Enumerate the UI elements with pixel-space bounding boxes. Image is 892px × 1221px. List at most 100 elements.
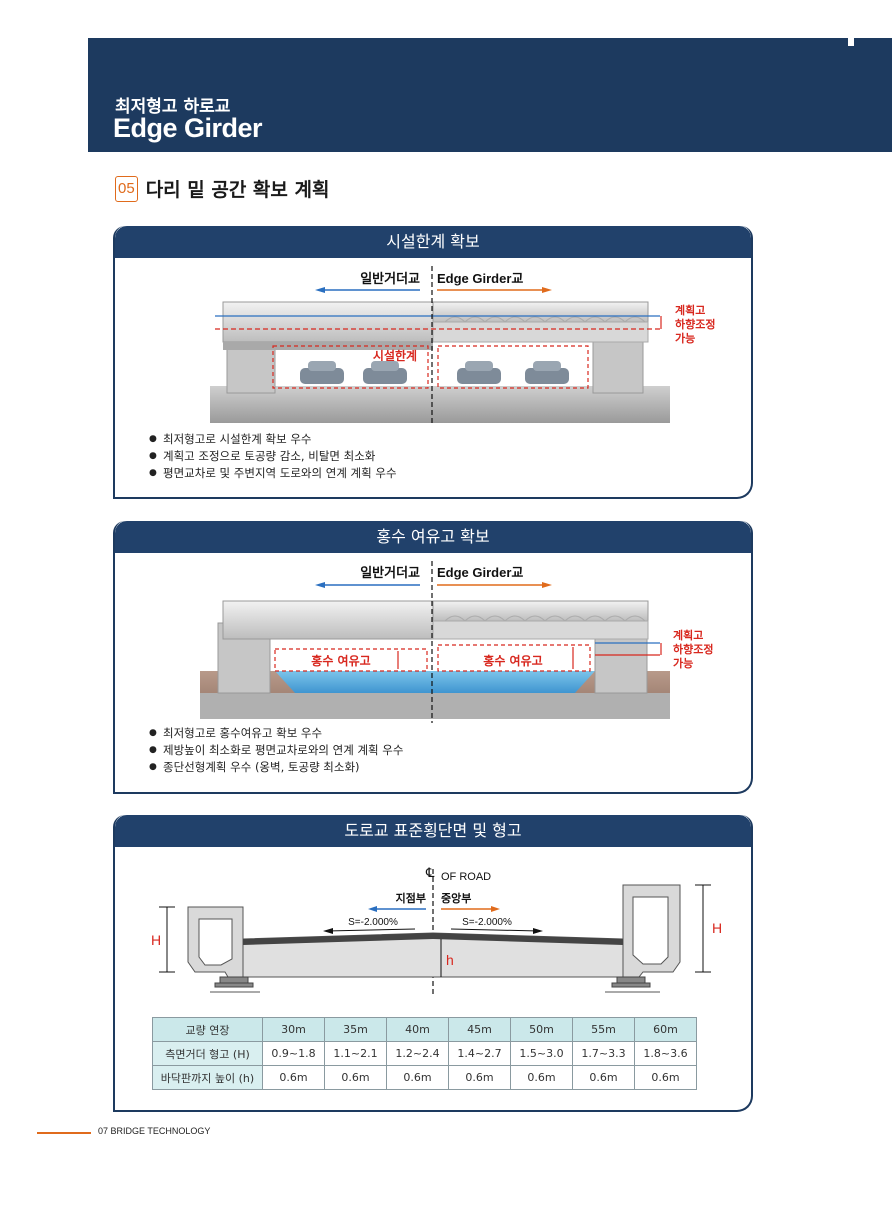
edge-girder-left-cell [198, 918, 233, 966]
side-note-1: 계획고 [675, 303, 705, 317]
arrow-right-head [542, 287, 552, 293]
table-header-cell: 50m [510, 1017, 573, 1042]
table-header-cell: 30m [262, 1017, 325, 1042]
bearing-right [611, 976, 651, 988]
table-header-cell: 45m [448, 1017, 511, 1042]
header-title: Edge Girder [113, 113, 263, 143]
car-3 [457, 361, 501, 384]
table-row-label: 바닥판까지 높이 (h) [152, 1065, 263, 1090]
list-item: 종단선형계획 우수 (옹벽, 토공량 최소화) [149, 759, 751, 776]
side-note-3: 가능 [675, 331, 695, 345]
table-cell: 1.2~2.4 [386, 1041, 449, 1066]
slope-arrow-left-head [323, 928, 333, 934]
edge-girder-body [432, 321, 649, 343]
arrow-right-head [491, 906, 500, 912]
slope-arrow-right-head [533, 928, 543, 934]
cross-section-diagram: ℄ OF ROAD 지점부 중앙부 S=-2.000% S=-2.000% [151, 866, 722, 997]
table-cell: 0.6m [510, 1065, 573, 1090]
table-cell: 0.6m [448, 1065, 511, 1090]
table-row-label: 측면거더 형고 (H) [152, 1041, 263, 1066]
table-cell: 0.6m [262, 1065, 325, 1090]
centerline-label: OF ROAD [441, 871, 491, 883]
panel-cross-section-title: 도로교 표준횡단면 및 형고 [115, 815, 751, 847]
list-item: 최저형고로 시설한계 확보 우수 [149, 431, 751, 448]
table-header-label: 교량 연장 [152, 1017, 263, 1042]
girder-height-table: 교량 연장 30m 35m 40m 45m 50m 55m 60m 측면거더 형… [152, 1017, 697, 1090]
arrow-left-head [368, 906, 377, 912]
table-cell: 0.6m [572, 1065, 635, 1090]
table-cell: 1.1~2.1 [324, 1041, 387, 1066]
panel-cross-section: 도로교 표준횡단면 및 형고 ℄ OF ROAD 지점부 중앙부 S=-2.00… [113, 815, 753, 1112]
freeboard-label-right: 홍수 여유고 [483, 653, 542, 668]
label-general-girder: 일반거더교 [360, 271, 420, 287]
panel-clearance-title: 시설한계 확보 [115, 226, 751, 258]
arrow-left-head [315, 287, 325, 293]
dim-h-label: h [446, 952, 454, 968]
car-1 [300, 361, 344, 384]
footer-rule [37, 1132, 91, 1134]
panel-freeboard-title: 홍수 여유고 확보 [115, 521, 751, 553]
label-edge-girder: Edge Girder교 [437, 271, 523, 286]
table-cell: 1.8~3.6 [634, 1041, 697, 1066]
table-cell: 0.6m [386, 1065, 449, 1090]
table-header-cell: 55m [572, 1017, 635, 1042]
clearance-diagram: 일반거더교 Edge Girder교 계획고 하향조정 가능 시설한계 [210, 266, 715, 423]
side-note-3: 가능 [673, 656, 693, 670]
table-cell: 0.6m [634, 1065, 697, 1090]
arrow-left-head [315, 582, 325, 588]
freeboard-label-left: 홍수 여유고 [311, 653, 370, 668]
centerline-symbol: ℄ [425, 866, 435, 881]
freeboard-diagram: 일반거더교 Edge Girder교 계획고 하향조정 가능 홍수 여유고 홍수… [200, 561, 713, 723]
table-header-cell: 60m [634, 1017, 697, 1042]
label-support: 지점부 [396, 891, 426, 905]
list-item: 평면교차로 및 주변지역 도로와의 연계 계획 우수 [149, 465, 751, 482]
dim-H-right-label: H [712, 920, 722, 936]
label-center: 중앙부 [441, 892, 471, 905]
list-item: 최저형고로 홍수여유고 확보 우수 [149, 725, 751, 742]
arrow-right-head [542, 582, 552, 588]
slope-arrow-right [450, 928, 540, 932]
deck-general [222, 301, 434, 343]
table-cell: 0.9~1.8 [262, 1041, 325, 1066]
pavement [243, 933, 623, 945]
table-cell: 1.4~2.7 [448, 1041, 511, 1066]
clearance-bullets: 최저형고로 시설한계 확보 우수 계획고 조정으로 토공량 감소, 비탈면 최소… [149, 431, 751, 482]
panel-clearance: 시설한계 확보 일반거더교 Edge Girder교 [113, 226, 753, 499]
side-note-2: 하향조정 [675, 317, 715, 331]
table-header-cell: 35m [324, 1017, 387, 1042]
river-water [275, 671, 595, 693]
table-row: 교량 연장 30m 35m 40m 45m 50m 55m 60m [152, 1017, 697, 1042]
list-item: 계획고 조정으로 토공량 감소, 비탈면 최소화 [149, 448, 751, 465]
table-cell: 1.5~3.0 [510, 1041, 573, 1066]
edge-girder-body [432, 620, 649, 640]
edge-girder-right-cell [632, 896, 669, 965]
freeboard-bullets: 최저형고로 홍수여유고 확보 우수 제방높이 최소화로 평면교차로와의 연계 계… [149, 725, 751, 776]
bearing-left [214, 976, 254, 988]
table-row: 바닥판까지 높이 (h) 0.6m 0.6m 0.6m 0.6m 0.6m 0.… [152, 1065, 697, 1090]
slope-arrow-left [326, 928, 416, 932]
clearance-label: 시설한계 [373, 348, 417, 363]
label-general-girder: 일반거더교 [360, 565, 420, 581]
section-title: 다리 밑 공간 확보 계획 [145, 179, 330, 201]
header-subtitle: 최저형고 하로교 [115, 97, 231, 117]
label-edge-girder: Edge Girder교 [437, 565, 523, 580]
clearance-box-right [437, 345, 589, 389]
freeboard-box-left [274, 648, 428, 672]
slope-right: S=-2.000% [462, 917, 512, 928]
table-header-cell: 40m [386, 1017, 449, 1042]
list-item: 제방높이 최소화로 평면교차로와의 연계 계획 우수 [149, 742, 751, 759]
slope-left: S=-2.000% [348, 917, 398, 928]
side-note-1: 계획고 [673, 628, 703, 642]
section-heading: 05 다리 밑 공간 확보 계획 [115, 175, 329, 202]
table-row: 측면거더 형고 (H) 0.9~1.8 1.1~2.1 1.2~2.4 1.4~… [152, 1041, 697, 1066]
side-note-2: 하향조정 [673, 642, 713, 656]
deck-general [222, 600, 434, 640]
girder-general [223, 342, 433, 350]
bank-top [200, 693, 670, 719]
panel-freeboard: 홍수 여유고 확보 일반거더교 Edge Girder교 [113, 521, 753, 794]
header-band [88, 38, 892, 152]
header-notch [848, 38, 854, 46]
car-2 [363, 361, 407, 384]
clearance-box-left [272, 345, 429, 389]
footer-page-label: 07 BRIDGE TECHNOLOGY [98, 1126, 211, 1136]
